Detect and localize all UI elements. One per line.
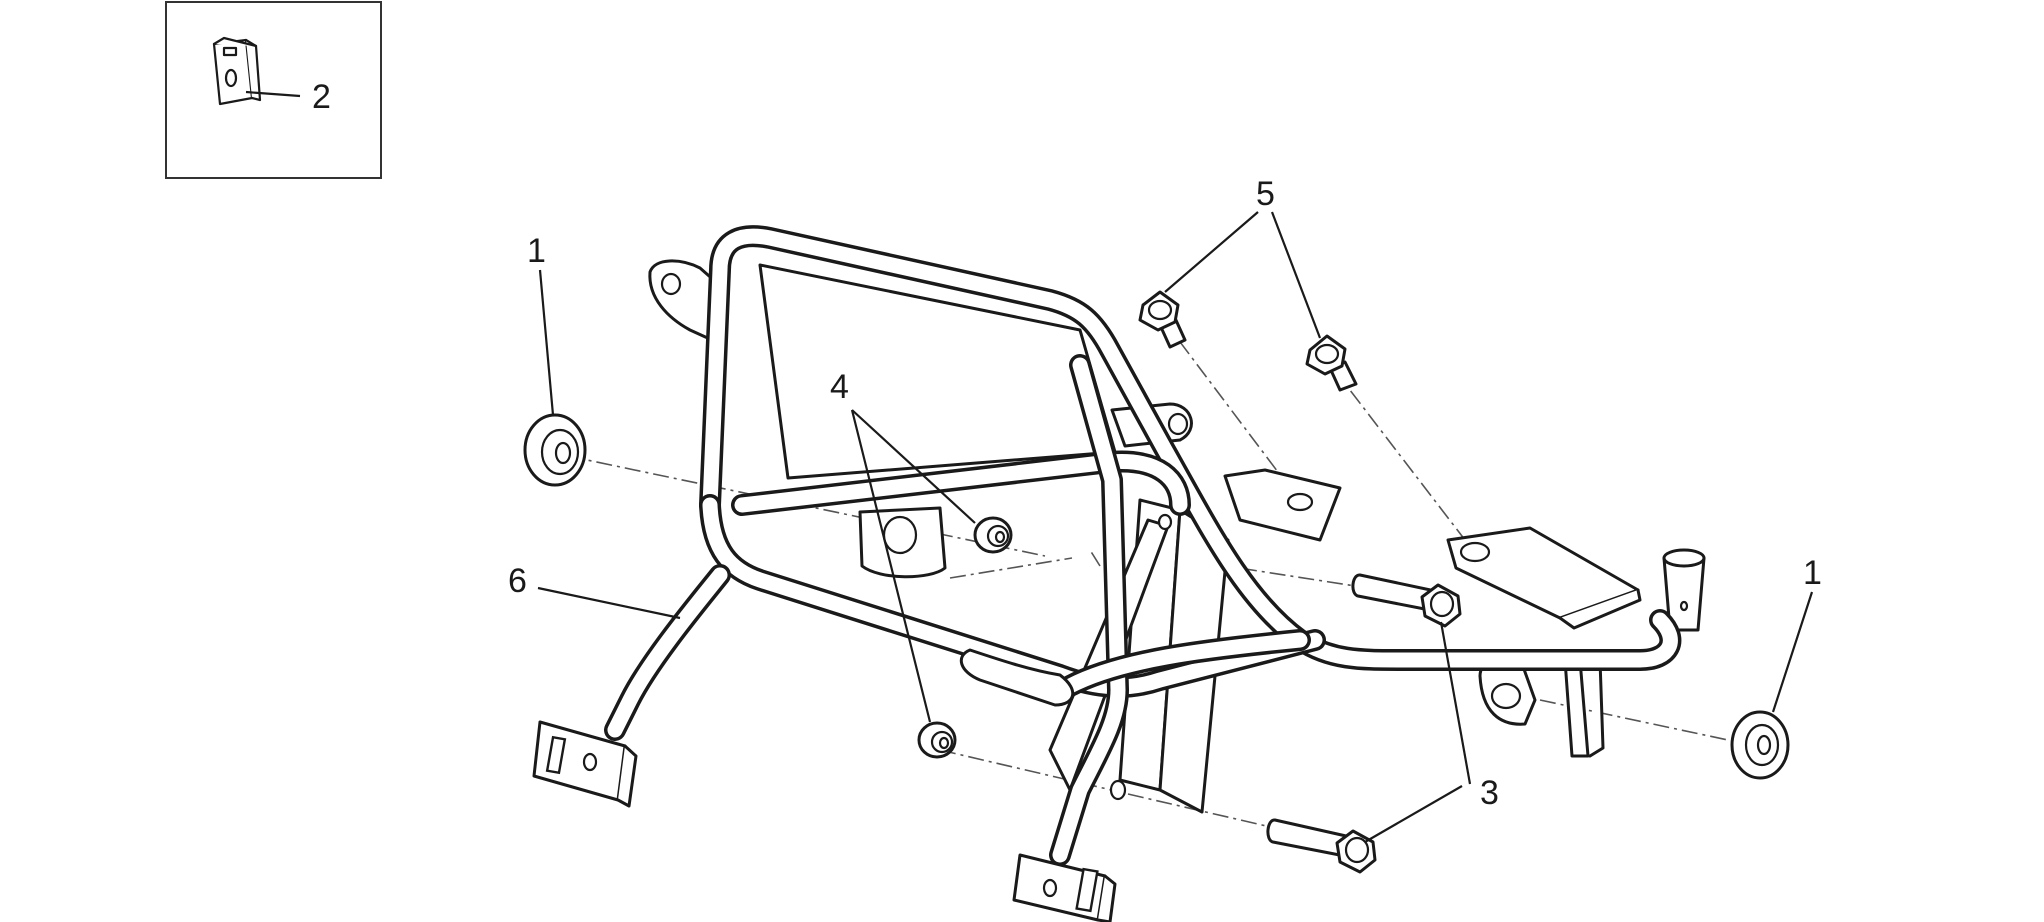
spacer-lower	[917, 721, 957, 759]
frame-mount-plate-upper	[1223, 468, 1342, 542]
screw-top-left	[1138, 290, 1187, 349]
frame-right-foot	[1012, 853, 1117, 922]
grommet-left	[523, 413, 587, 487]
frame-assembly	[532, 225, 1706, 922]
clip-nut-icon	[212, 36, 262, 106]
callout-spacer: 4	[830, 368, 849, 406]
callout-bolt: 3	[1480, 774, 1499, 812]
inset-panel: 2	[165, 1, 382, 179]
leader-inset-clip	[245, 90, 301, 98]
callout-screw: 5	[1256, 175, 1275, 213]
frame-right-stub	[1662, 548, 1706, 632]
screw-top-right	[1305, 334, 1358, 392]
frame-mount-plate-right	[1446, 526, 1642, 630]
spacer-upper	[973, 516, 1013, 554]
bolt-upper	[1351, 573, 1462, 628]
frame-left-foot	[532, 720, 638, 808]
frame-bracket-plate	[858, 506, 947, 579]
frame-mid-saddle	[959, 648, 1074, 707]
inset-border	[165, 1, 382, 179]
callout-grommet-right: 1	[1803, 554, 1822, 592]
leader-lines	[537, 211, 1814, 843]
bolt-lower	[1266, 818, 1377, 874]
frame-lower-right-lug	[1478, 655, 1605, 758]
callout-frame: 6	[508, 562, 527, 600]
grommet-right	[1730, 710, 1790, 780]
callout-grommet-left: 1	[527, 232, 546, 270]
callout-inset-clip: 2	[312, 78, 331, 116]
